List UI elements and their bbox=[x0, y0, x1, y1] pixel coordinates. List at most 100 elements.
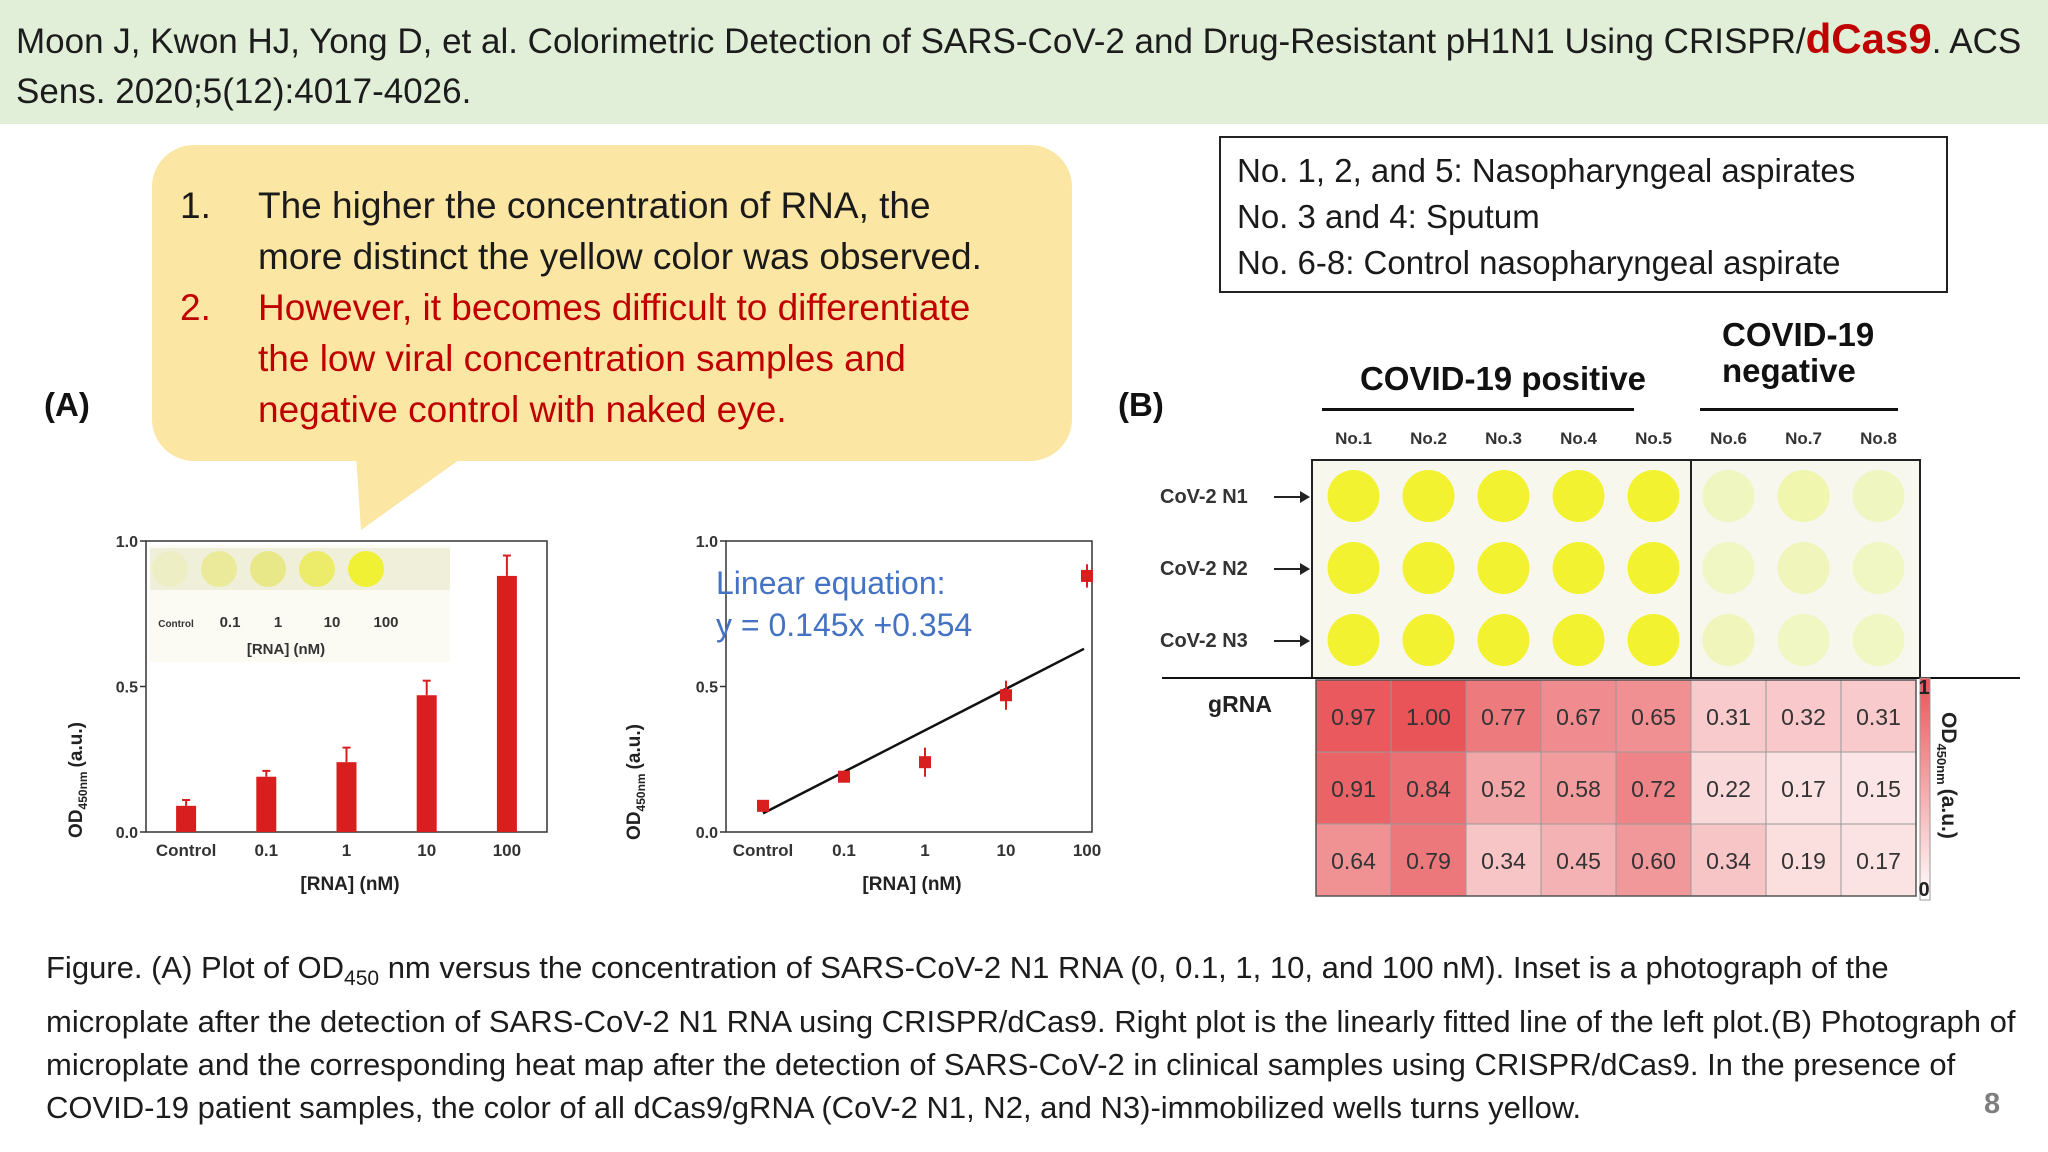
citation-banner bbox=[0, 0, 2048, 124]
citation-after: . ACS Sens. 2020;5(12):4017-4026. bbox=[16, 22, 2022, 111]
heatmap-cell-value: 0.31 bbox=[1856, 704, 1901, 730]
plate-well bbox=[1702, 470, 1755, 522]
plate-column-label: No.2 bbox=[1410, 429, 1447, 448]
plate-well bbox=[1402, 470, 1455, 522]
plate-well bbox=[1777, 542, 1830, 594]
heatmap-cell bbox=[1840, 823, 1917, 897]
citation-text: Moon J, Kwon HJ, Yong D, et al. Colorime… bbox=[16, 14, 2036, 117]
heatmap-cell bbox=[1765, 679, 1842, 753]
heatmap-cell bbox=[1765, 823, 1842, 897]
bar-chart-x-tick-label: 10 bbox=[417, 841, 436, 860]
inset-well bbox=[201, 551, 237, 587]
bar-chart-bars bbox=[176, 554, 517, 832]
panel-b-label: (B) bbox=[1118, 386, 1164, 423]
fit-chart-x-tick-label: 1 bbox=[920, 841, 929, 860]
heatmap-cell bbox=[1615, 823, 1692, 897]
plate-well bbox=[1477, 542, 1530, 594]
inset-well bbox=[348, 551, 384, 587]
bar-chart-y-tick-label: 0.0 bbox=[116, 825, 138, 842]
fit-chart-x-tick-label: 100 bbox=[1073, 841, 1101, 860]
plate-column-label: No.5 bbox=[1635, 429, 1672, 448]
plate-row-arrowhead bbox=[1300, 563, 1310, 575]
fit-chart-x-tick-label: 10 bbox=[997, 841, 1016, 860]
heatmap-cell bbox=[1390, 679, 1467, 753]
inset-concentration-label: 100 bbox=[373, 614, 398, 631]
caption-subscript: 450 bbox=[344, 967, 380, 991]
bar-chart-y-tick-label: 1.0 bbox=[116, 534, 138, 551]
plate-well bbox=[1777, 470, 1830, 522]
heatmap-cell bbox=[1465, 751, 1542, 825]
fit-point bbox=[919, 756, 931, 769]
heatmap-colorbar bbox=[1919, 677, 1931, 901]
sample-legend-line-2: No. 3 and 4: Sputum bbox=[1237, 198, 1540, 235]
heatmap-cell bbox=[1390, 823, 1467, 897]
colorbar-title: OD450nm(a.u.) bbox=[1934, 712, 1960, 839]
plate-row-arrowhead bbox=[1300, 635, 1310, 647]
fit-point bbox=[1081, 569, 1093, 582]
panel-a-label: (A) bbox=[44, 386, 90, 423]
heatmap-cell-value: 0.65 bbox=[1631, 704, 1676, 730]
inset-x-label: [RNA] (nM) bbox=[247, 641, 325, 658]
heatmap-cell-value: 0.84 bbox=[1406, 776, 1451, 802]
plate-well bbox=[1627, 470, 1680, 522]
covid-positive-label: COVID-19 positive bbox=[1359, 360, 1647, 397]
inset-concentration-label: 0.1 bbox=[220, 614, 241, 631]
bar bbox=[496, 575, 517, 832]
fit-chart-y-tick-label: 0.0 bbox=[696, 825, 718, 842]
bar-chart-x-tick-label: 100 bbox=[493, 841, 521, 860]
heatmap-row-group-label: gRNA bbox=[1208, 691, 1272, 717]
plate-row-label: CoV-2 N3 bbox=[1160, 630, 1248, 652]
fit-chart-points bbox=[757, 564, 1093, 815]
heatmap-cell bbox=[1315, 679, 1392, 753]
inset-well bbox=[250, 551, 286, 587]
colorbar-min-label: 0 bbox=[1918, 879, 1929, 901]
inset-well bbox=[152, 551, 188, 587]
sample-legend-box: No. 1, 2, and 5: Nasopharyngeal aspirate… bbox=[1219, 136, 1948, 293]
plate-column-label: No.4 bbox=[1560, 429, 1597, 448]
colorbar-gradient bbox=[1919, 677, 1931, 901]
caption-part-2: nm versus the concentration of SARS-CoV-… bbox=[46, 950, 2016, 1126]
plate-row-label: CoV-2 N2 bbox=[1160, 558, 1248, 580]
heatmap-cell bbox=[1465, 679, 1542, 753]
figure-caption: Figure. (A) Plot of OD450 nm versus the … bbox=[46, 946, 2026, 1129]
sample-legend-line-3: No. 6-8: Control nasopharyngeal aspirate bbox=[1237, 244, 1841, 281]
bar-chart-y-label: OD450nm(a.u.) bbox=[66, 722, 90, 838]
heatmap-cell-value: 0.22 bbox=[1706, 776, 1751, 802]
plate-well bbox=[1627, 614, 1680, 666]
callout-bubble bbox=[152, 145, 1072, 461]
fit-chart-y-tick-label: 0.5 bbox=[696, 680, 718, 697]
heatmap-cell-value: 0.34 bbox=[1706, 848, 1751, 874]
plate-column-label: No.1 bbox=[1335, 429, 1372, 448]
plate-well bbox=[1402, 614, 1455, 666]
heatmap-cell-value: 0.31 bbox=[1706, 704, 1751, 730]
bar bbox=[416, 695, 437, 832]
plate-well bbox=[1477, 614, 1530, 666]
fit-chart-x-tick-label: Control bbox=[733, 841, 793, 860]
plate-well bbox=[1852, 470, 1905, 522]
fit-chart-y-tick-label: 1.0 bbox=[696, 534, 718, 551]
heatmap-cell bbox=[1540, 751, 1617, 825]
heatmap-cell-value: 0.17 bbox=[1781, 776, 1826, 802]
heatmap-cell-value: 0.91 bbox=[1331, 776, 1376, 802]
page-number: 8 bbox=[1984, 1088, 2001, 1120]
fit-point bbox=[1000, 689, 1012, 702]
heatmap-cell bbox=[1840, 751, 1917, 825]
plate-well bbox=[1477, 470, 1530, 522]
heatmap-cell bbox=[1540, 823, 1617, 897]
inset-concentration-label: Control bbox=[158, 619, 194, 630]
caption-part-1: Figure. (A) Plot of OD bbox=[46, 950, 345, 985]
plate-well bbox=[1702, 614, 1755, 666]
plate-well bbox=[1552, 614, 1605, 666]
point-1-text: The higher the concentration of RNA, the… bbox=[258, 185, 982, 277]
inset-well bbox=[299, 551, 335, 587]
negative-group-underline bbox=[1700, 408, 1898, 411]
fit-equation-line-2: y = 0.145x +0.354 bbox=[716, 607, 972, 643]
heatmap-cell-value: 1.00 bbox=[1406, 704, 1451, 730]
